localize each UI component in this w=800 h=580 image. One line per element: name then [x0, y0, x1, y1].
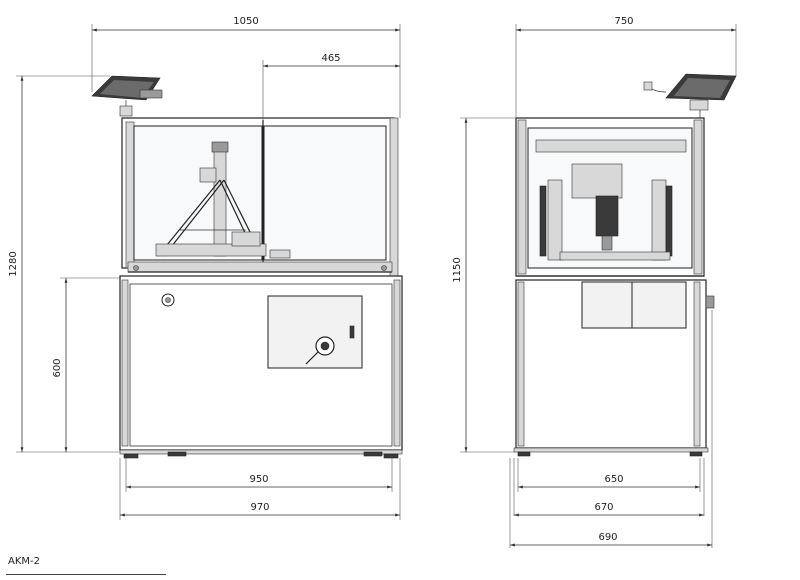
side-view: 750 1150 650 670 690: [452, 16, 737, 548]
dim-label-1050: 1050: [233, 16, 258, 27]
dim-label-650: 650: [604, 474, 623, 485]
side-extension-lines: [460, 24, 737, 548]
front-extension-lines: [16, 24, 401, 520]
front-touch-panel: [91, 75, 163, 117]
dim-label-465: 465: [321, 53, 340, 64]
dim-label-600: 600: [52, 358, 63, 377]
dim-label-690: 690: [598, 532, 617, 543]
side-lower-cabinet: [513, 279, 715, 457]
model-caption: AKM-2: [8, 556, 40, 567]
front-lower-cabinet: [119, 275, 403, 459]
dim-label-1280: 1280: [8, 251, 19, 276]
dim-label-670: 670: [594, 502, 613, 513]
side-upper-enclosure: [515, 117, 705, 277]
caption-underline: [6, 574, 166, 575]
dim-label-950: 950: [249, 474, 268, 485]
dim-label-1150: 1150: [452, 257, 463, 282]
front-view: 1050 465 1280 600 950 970: [8, 16, 403, 520]
dim-label-970: 970: [250, 502, 269, 513]
dim-label-750: 750: [614, 16, 633, 27]
front-internal-fixture: [155, 141, 291, 259]
side-touch-panel: [643, 73, 737, 118]
